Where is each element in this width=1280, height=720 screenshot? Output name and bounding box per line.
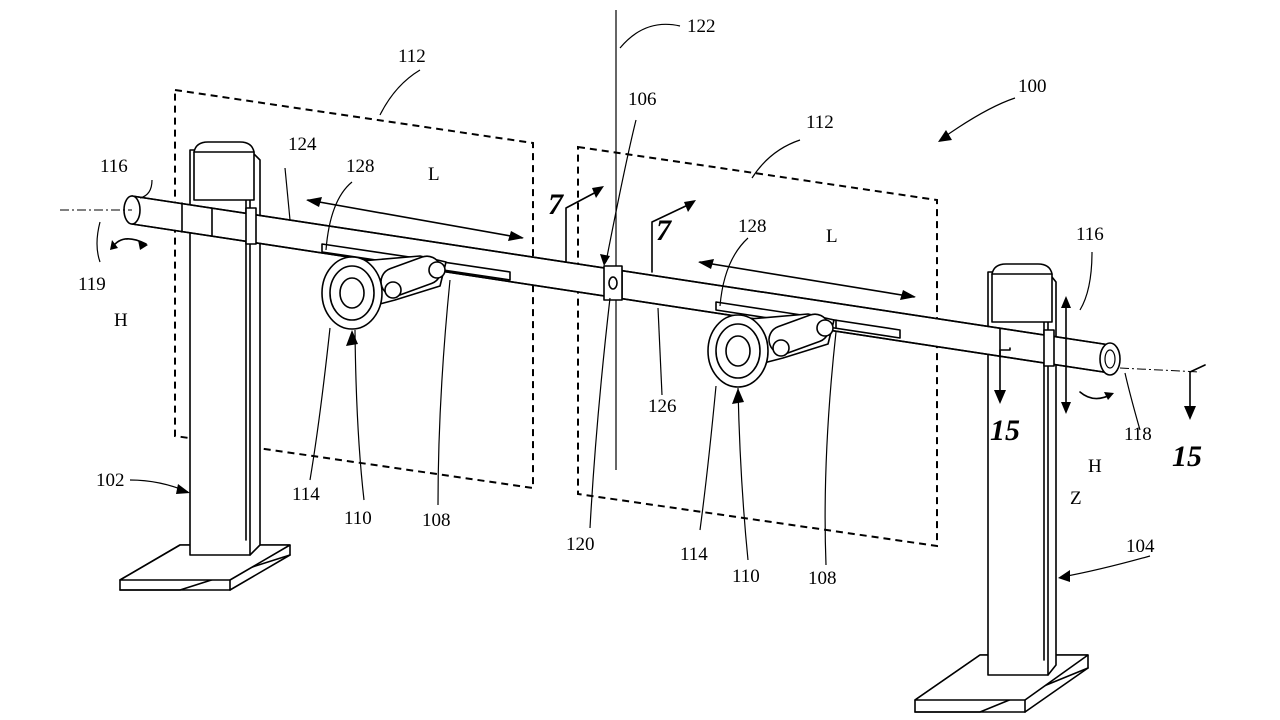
label-114-left: 114 — [292, 484, 320, 505]
arrow-Z — [1061, 296, 1071, 414]
label-114-right: 114 — [680, 544, 708, 565]
section-7-right: 7 — [656, 214, 672, 247]
label-112-right: 112 — [806, 112, 834, 133]
label-L-right: L — [826, 226, 838, 247]
section-15-left: 15 — [990, 414, 1020, 447]
label-Z: Z — [1070, 488, 1082, 509]
label-100: 100 — [1018, 76, 1047, 97]
coupling-120 — [603, 265, 623, 301]
label-128-right: 128 — [738, 216, 767, 237]
label-110-right: 110 — [732, 566, 760, 587]
display-panel-right — [577, 145, 938, 548]
label-104: 104 — [1126, 536, 1155, 557]
label-122: 122 — [687, 16, 716, 37]
label-L-left: L — [428, 164, 440, 185]
label-108-left: 108 — [422, 510, 451, 531]
section-marker-15 — [994, 347, 1206, 420]
section-15-right: 15 — [1172, 440, 1202, 473]
right-stand — [914, 263, 1089, 713]
label-126: 126 — [648, 396, 677, 417]
label-118: 118 — [1124, 424, 1152, 445]
label-H-right: H — [1088, 456, 1102, 477]
display-panel-left — [174, 88, 534, 490]
label-106: 106 — [628, 89, 657, 110]
label-116-right: 116 — [1076, 224, 1104, 245]
axis-118 — [1119, 367, 1201, 373]
label-120: 120 — [566, 534, 595, 555]
mount-right — [707, 313, 835, 388]
label-116-left: 116 — [100, 156, 128, 177]
label-102: 102 — [96, 470, 125, 491]
label-108-right: 108 — [808, 568, 837, 589]
section-7-left: 7 — [548, 188, 564, 221]
arrow-L-left — [306, 197, 524, 241]
label-110-left: 110 — [344, 508, 372, 529]
mount-left — [321, 255, 447, 330]
label-119: 119 — [78, 274, 106, 295]
arrow-L-right — [698, 259, 916, 300]
left-stand — [119, 141, 291, 591]
label-124: 124 — [288, 134, 317, 155]
label-112-left: 112 — [398, 46, 426, 67]
label-H-left: H — [114, 310, 128, 331]
section-marker-7 — [565, 186, 696, 273]
label-128-left: 128 — [346, 156, 375, 177]
